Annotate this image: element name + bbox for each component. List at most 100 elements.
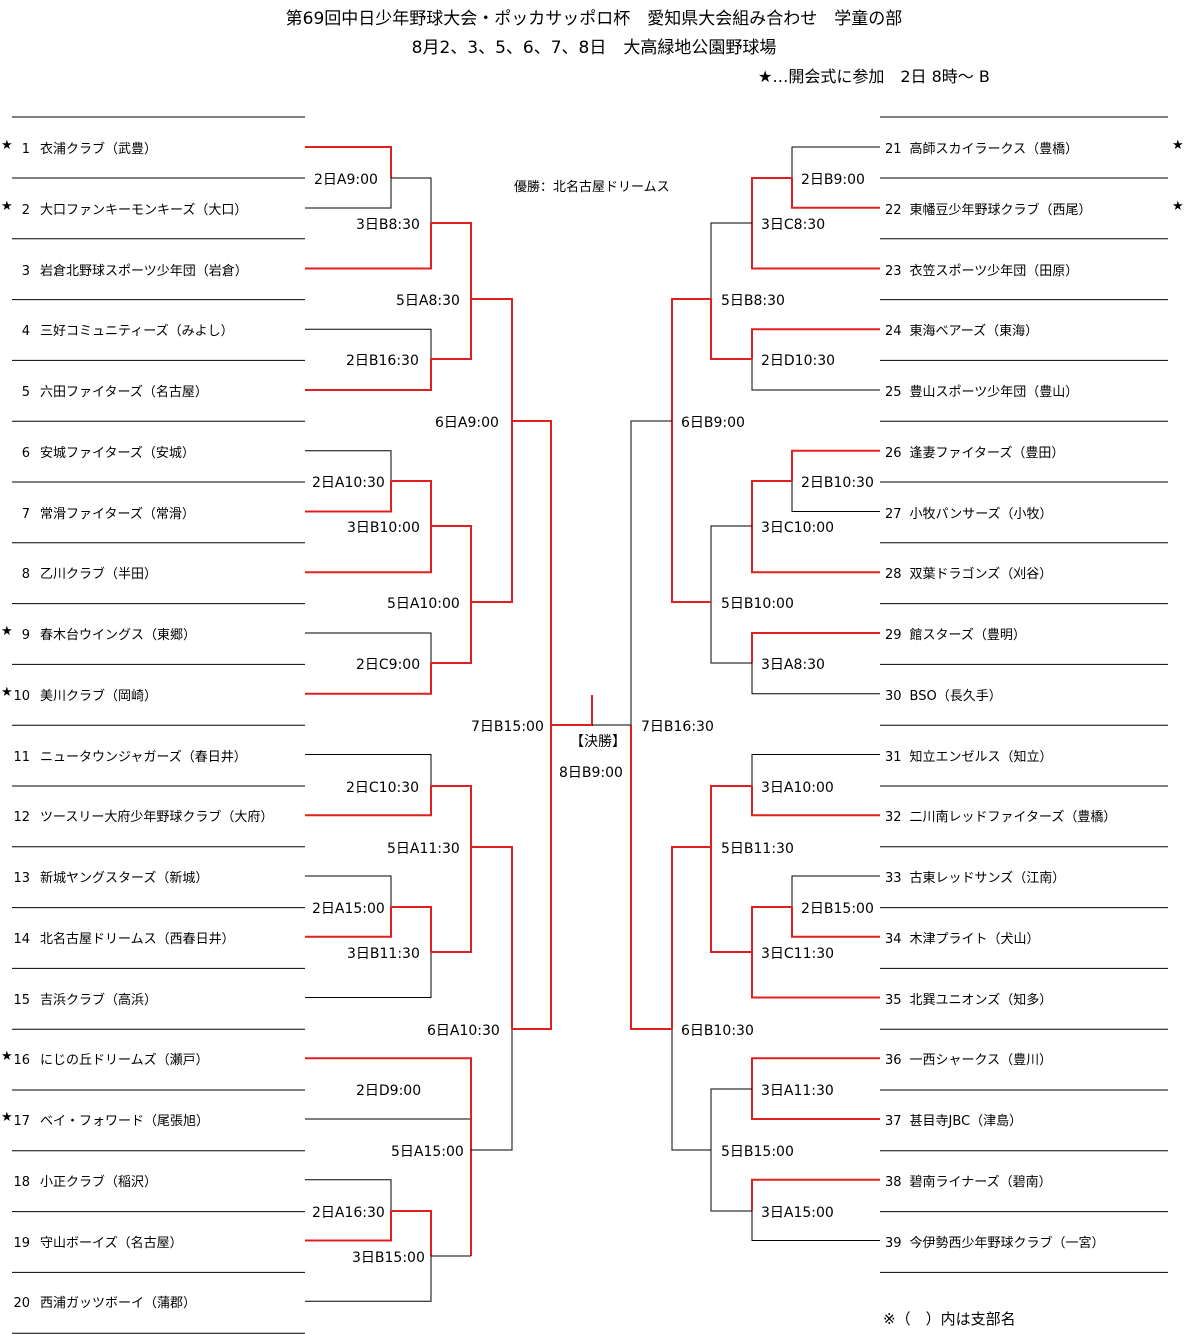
bracket-path [305, 875, 392, 907]
team-number: 18 [13, 1174, 30, 1190]
match-time-label: 5日A11:30 [386, 838, 461, 858]
final-path [551, 695, 593, 726]
winner-path [671, 846, 711, 1029]
team-name: 守山ボーイズ（名古屋） [40, 1235, 183, 1251]
winner-path [305, 907, 392, 938]
winner-path [751, 526, 880, 574]
bracket-path [791, 875, 880, 907]
ceremony-star-icon: ★ [1172, 138, 1184, 153]
winner-path [431, 602, 472, 664]
match-time-label: 3日A10:00 [760, 777, 835, 797]
team-name: 春木台ウイングス（東郷） [40, 628, 197, 643]
team-name: 衣浦クラブ（武豊） [40, 142, 158, 157]
team-number: 31 [885, 749, 902, 765]
winner-path [751, 1057, 880, 1089]
match-time-label: 6日B9:00 [680, 412, 746, 432]
team-entry: 7 常滑ファイターズ（常滑） [8, 503, 195, 522]
winner-path [391, 480, 432, 526]
winner-path [710, 785, 752, 847]
team-name: 今伊勢西少年野球クラブ（一宮） [909, 1235, 1105, 1251]
winner-path [305, 146, 392, 178]
winner-path [471, 298, 513, 421]
bracket-path [751, 754, 880, 786]
team-number: 7 [21, 506, 30, 522]
match-time-label: 2日A16:30 [311, 1202, 386, 1222]
team-number: 33 [885, 871, 902, 886]
page-title: 第69回中日少年野球大会・ポッカサッポロ杯 愛知県大会組み合わせ 学童の部 [285, 9, 903, 29]
winner-path [791, 449, 880, 481]
team-name: BSO（長久手） [909, 688, 1002, 704]
team-name: 西浦ガッツボーイ（蒲郡） [40, 1296, 197, 1312]
match-time-label: 5日A10:00 [386, 593, 461, 613]
winner-path [751, 632, 880, 663]
bracket-path [305, 754, 432, 786]
bracket-path [305, 1179, 392, 1211]
winner-path [751, 177, 792, 223]
match-time-label: 2日B10:30 [800, 472, 875, 492]
team-number: 3 [21, 263, 30, 279]
match-time-label: 5日B8:30 [720, 290, 786, 310]
team-entry: 30 BSO（長久手） [885, 685, 1002, 704]
winner-path [431, 785, 472, 847]
bracket-path [305, 450, 392, 481]
team-name: 東海ベアーズ（東海） [909, 324, 1039, 340]
final-label: 【決勝】 [570, 734, 626, 750]
team-number: 24 [885, 324, 902, 340]
match-time-label: 6日B10:30 [680, 1020, 755, 1040]
ceremony-star-icon: ★ [1, 138, 13, 153]
bracket-path [710, 222, 752, 299]
team-name: 三好コミュニティーズ（みよし） [40, 324, 234, 340]
match-time-label: 3日A8:30 [760, 654, 826, 674]
winner-path [751, 786, 880, 817]
winner-path [305, 481, 392, 513]
match-time-label: 3日B10:00 [346, 517, 421, 537]
bracket-path [305, 632, 432, 663]
winner-path [305, 526, 432, 574]
winner-path [791, 907, 880, 938]
winner-path [751, 223, 880, 270]
team-name: 高師スカイラークス（豊橋） [909, 142, 1079, 157]
team-number: 15 [13, 992, 30, 1008]
team-number: 13 [13, 871, 30, 886]
team-name: 常滑ファイターズ（常滑） [40, 506, 195, 522]
team-number: 30 [885, 688, 902, 704]
match-time-label: 2日A10:30 [311, 472, 386, 492]
winner-path [751, 1178, 880, 1211]
winner-path [710, 847, 752, 953]
team-name: 木津プライト（犬山） [909, 931, 1040, 947]
bracket-path [791, 481, 880, 512]
winner-path [671, 421, 711, 603]
match-time-label: 2日A15:00 [311, 898, 386, 918]
team-number: 2 [21, 202, 30, 218]
team-number: 22 [885, 202, 902, 218]
bracket-path [305, 952, 432, 998]
bracket-path [751, 663, 880, 695]
team-name: 逢妻ファイターズ（豊田） [909, 445, 1065, 461]
team-name: 双葉ドラゴンズ（刈谷） [909, 567, 1053, 583]
team-number: 19 [13, 1235, 30, 1251]
winner-path [751, 906, 792, 952]
winner-path [431, 299, 472, 360]
winner-path [471, 421, 513, 603]
team-number: 23 [885, 263, 902, 279]
match-time-label: 3日A15:00 [760, 1202, 835, 1222]
match-time-label: 2日A9:00 [313, 169, 379, 189]
team-number: 17 [13, 1114, 30, 1129]
team-name: 六田ファイターズ（名古屋） [40, 385, 208, 400]
team-number: 6 [21, 445, 30, 461]
